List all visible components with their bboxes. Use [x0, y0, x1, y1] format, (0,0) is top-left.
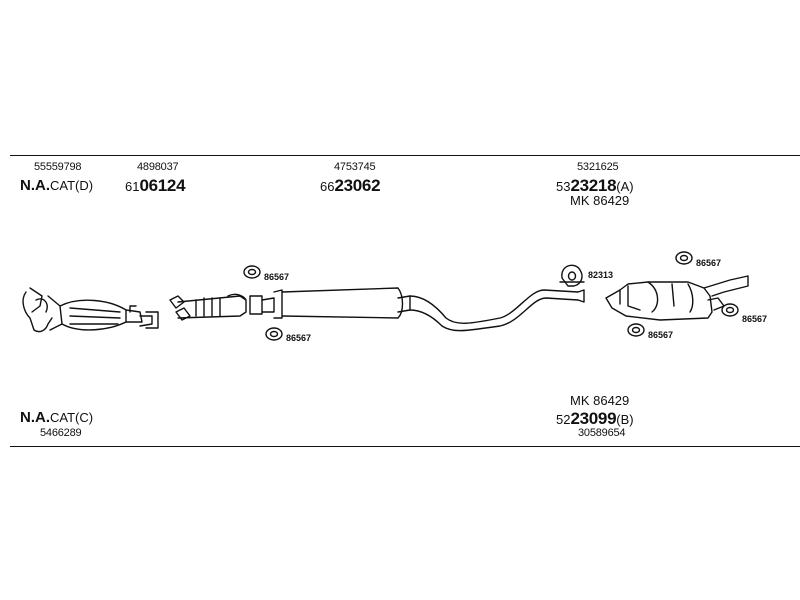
hanger-ring-4: [627, 323, 645, 337]
part-b-num: 06124: [139, 176, 186, 195]
hanger-ring-1: [243, 265, 261, 279]
part-b-prefix: 61: [125, 179, 140, 194]
part-d-kit: MK 86429: [570, 193, 630, 208]
part-c-num: 23062: [334, 176, 381, 195]
flex-pipe: [169, 293, 247, 321]
part-d-prefix: 53: [556, 179, 571, 194]
catalytic-converter: [22, 287, 159, 333]
hanger-ring-3: [675, 251, 693, 265]
part-e-name: N.A.: [20, 409, 50, 426]
part-e-code: 5466289: [40, 427, 82, 439]
part-f-prefix: 52: [556, 412, 571, 427]
part-c-code: 4753745: [334, 161, 376, 173]
part-b-code: 4898037: [137, 161, 179, 173]
hanger-ring-5: [721, 303, 739, 317]
clamp-ring: [559, 264, 585, 287]
part-f-number: 5223099(B): [556, 410, 634, 428]
rear-silencer: [605, 275, 749, 321]
part-d-code: 5321625: [577, 161, 619, 173]
hanger-3-label: 86567: [696, 258, 721, 268]
middle-silencer: [249, 287, 585, 332]
part-a-suffix: CAT(D): [50, 178, 94, 193]
part-e-suffix: CAT(C): [50, 410, 94, 425]
part-f-suffix: (B): [616, 412, 634, 427]
part-b-number: 6106124: [125, 176, 186, 195]
part-a-label: N.A.CAT(D): [20, 178, 93, 194]
hanger-4-label: 86567: [648, 330, 673, 340]
hanger-5-label: 86567: [742, 314, 767, 324]
clamp-label: 82313: [588, 270, 613, 280]
part-f-code: 30589654: [578, 427, 626, 439]
hanger-1-label: 86567: [264, 272, 289, 282]
hanger-ring-2: [265, 327, 283, 341]
part-e-label: N.A.CAT(C): [20, 410, 93, 426]
bottom-divider: [10, 446, 800, 447]
part-a-name: N.A.: [20, 177, 50, 194]
part-d-number: 5323218(A): [556, 177, 634, 195]
hanger-2-label: 86567: [286, 333, 311, 343]
part-c-number: 6623062: [320, 176, 381, 195]
part-c-prefix: 66: [320, 179, 335, 194]
part-d-suffix: (A): [616, 179, 634, 194]
part-f-num: 23099: [570, 409, 617, 428]
part-a-code: 55559798: [34, 161, 82, 173]
top-divider: [10, 155, 800, 156]
part-d-num: 23218: [570, 176, 617, 195]
part-f-kit: MK 86429: [570, 393, 630, 408]
